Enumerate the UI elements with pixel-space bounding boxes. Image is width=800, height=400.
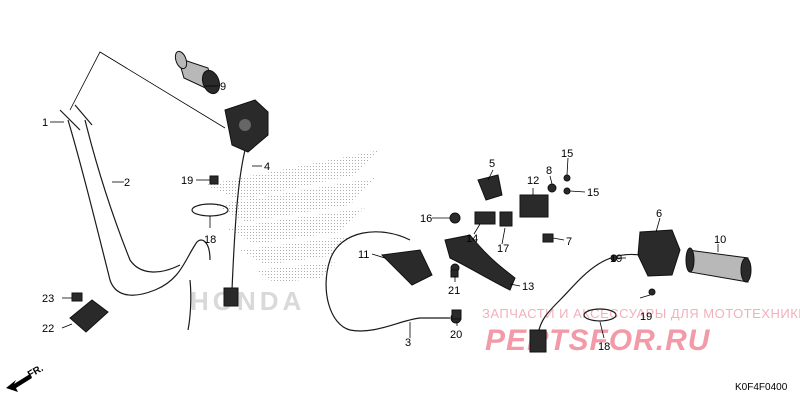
callout-21: 21 <box>448 285 460 297</box>
leader-lines <box>50 51 719 339</box>
callout-4: 4 <box>264 161 270 173</box>
master-cylinder-parts <box>449 174 571 273</box>
cable-tie-right <box>583 308 617 322</box>
callout-2: 2 <box>124 177 130 189</box>
callout-18-left: 18 <box>204 234 216 246</box>
watermark: ЗАПЧАСТИ И АКСЕССУАРЫ ДЛЯ МОТОТЕХНИКИ PE… <box>482 306 800 357</box>
callout-22: 22 <box>42 323 54 335</box>
callout-5: 5 <box>489 158 495 170</box>
left-switch-housing <box>223 99 269 307</box>
callout-9: 9 <box>220 81 226 93</box>
diagram-code: K0F4F0400 <box>735 382 788 393</box>
clutch-cable <box>59 104 211 331</box>
cable-clamp <box>69 292 109 333</box>
brake-lever <box>444 234 516 291</box>
callout-17: 17 <box>497 243 509 255</box>
honda-wing-logo: HONDA <box>190 150 380 316</box>
callout-13: 13 <box>522 281 534 293</box>
callout-14: 14 <box>466 233 478 245</box>
throttle-grip <box>685 247 752 283</box>
throttle-cable <box>325 231 462 332</box>
callout-11: 11 <box>358 249 369 261</box>
callout-18-right: 18 <box>598 341 610 353</box>
honda-logo-text: HONDA <box>190 286 305 316</box>
watermark-line2: PERTSFOR.RU <box>485 324 711 357</box>
front-direction-marker: FR. <box>6 363 46 392</box>
callout-labels: 1 2 3 4 5 6 7 8 9 10 11 12 13 14 15 15 1… <box>42 81 726 353</box>
lever-guard <box>380 249 433 286</box>
callout-7: 7 <box>566 236 572 248</box>
callout-8: 8 <box>546 165 552 177</box>
callout-3: 3 <box>405 337 411 349</box>
callout-15-right: 15 <box>587 187 599 199</box>
callout-20: 20 <box>450 329 462 341</box>
callout-23: 23 <box>42 293 54 305</box>
watermark-line1: ЗАПЧАСТИ И АКСЕССУАРЫ ДЛЯ МОТОТЕХНИКИ <box>482 306 800 321</box>
callout-19-left: 19 <box>181 175 193 187</box>
callout-15-top: 15 <box>561 148 573 160</box>
callout-19-right: 19 <box>640 311 652 323</box>
callout-6: 6 <box>656 208 662 220</box>
callout-1: 1 <box>42 117 48 129</box>
callout-16: 16 <box>420 213 432 225</box>
cable-tie-left <box>191 203 229 217</box>
callout-19-mid: 19 <box>610 253 622 265</box>
front-direction-label: FR. <box>26 363 46 381</box>
left-grip <box>174 50 221 95</box>
callout-12: 12 <box>527 175 539 187</box>
callout-10: 10 <box>714 234 726 246</box>
right-switch-housing <box>529 229 681 353</box>
